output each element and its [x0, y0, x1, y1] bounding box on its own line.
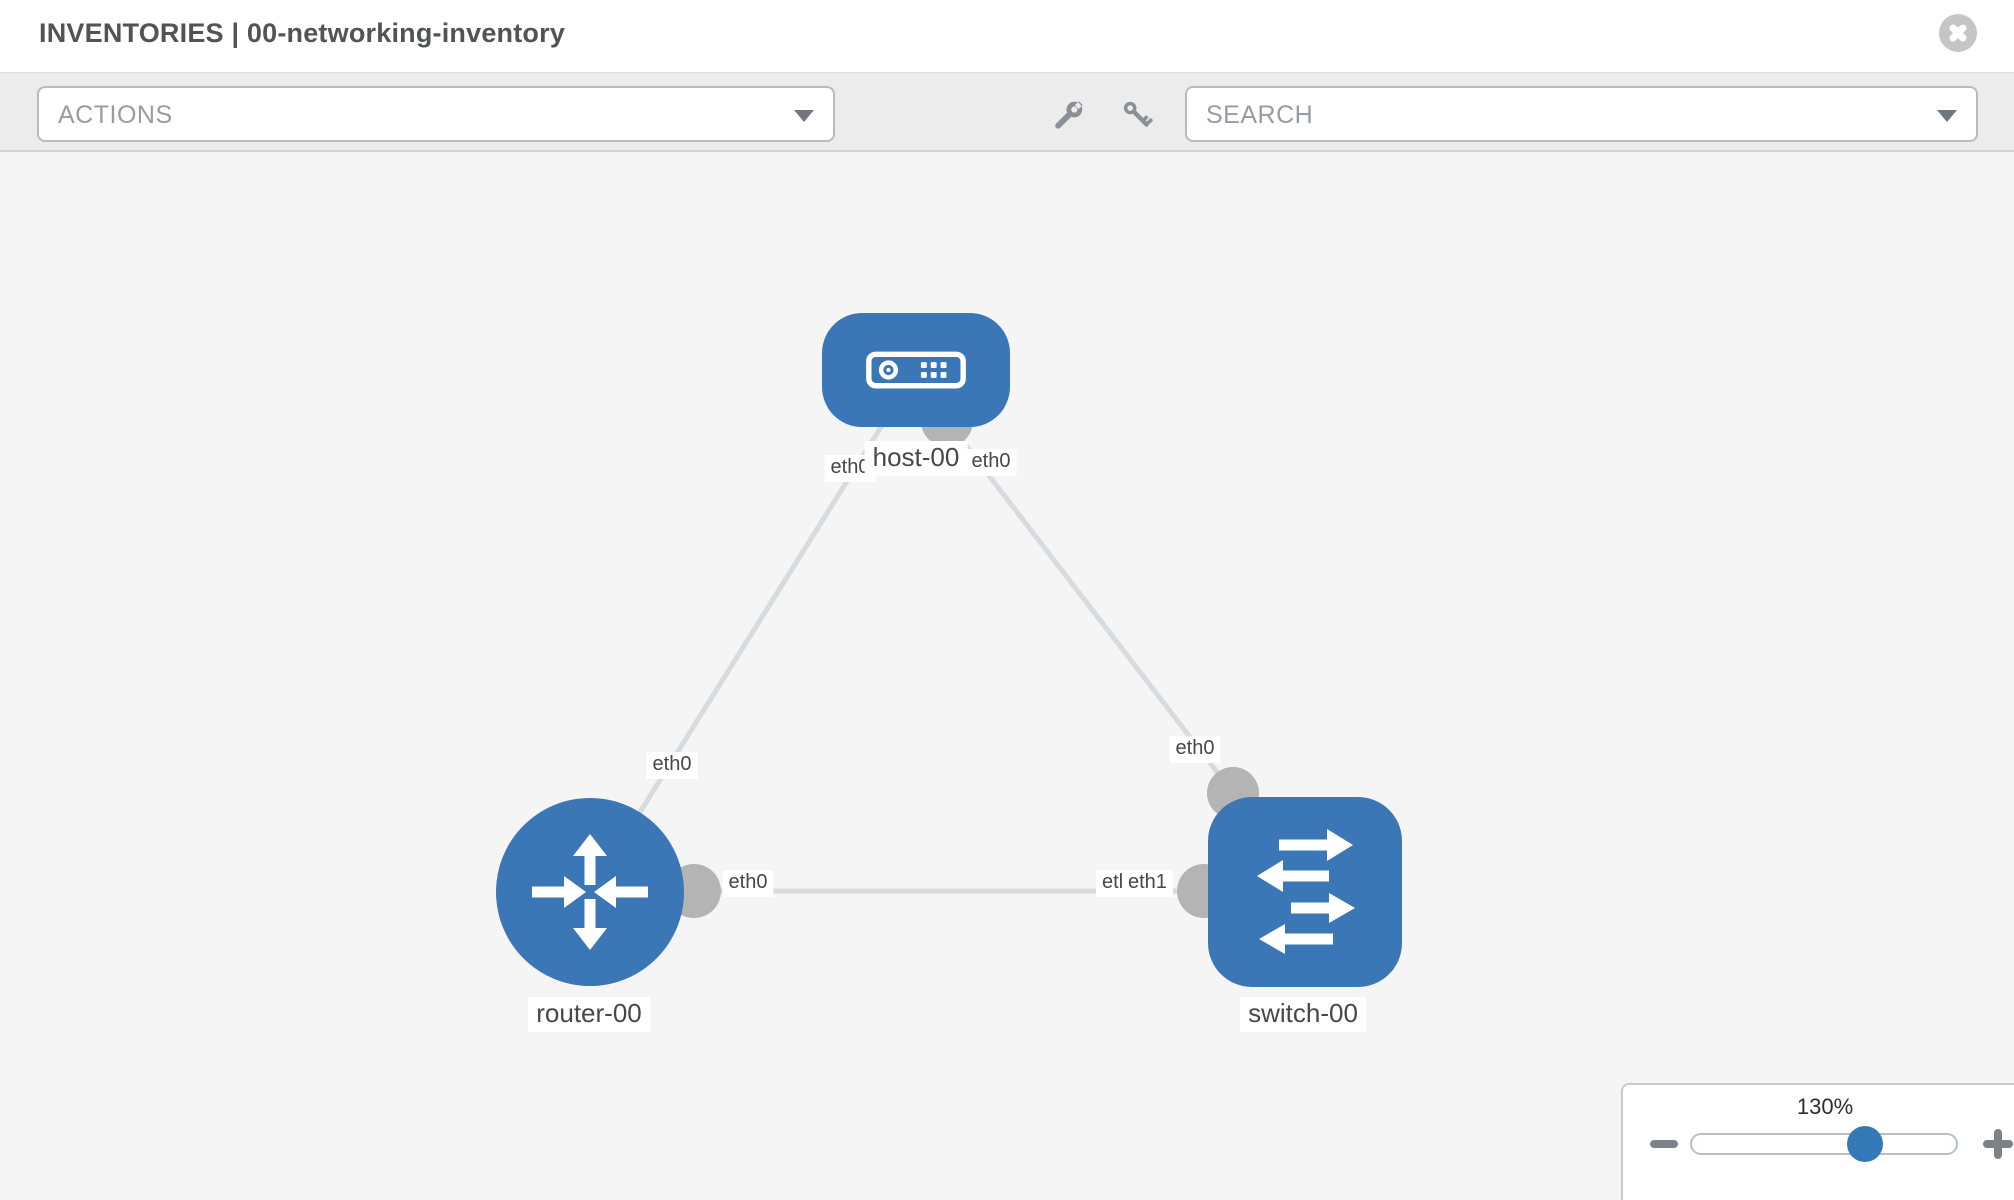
toolbar: ACTIONS S — [0, 72, 2014, 152]
page-title: INVENTORIES | 00-networking-inventory — [39, 18, 566, 48]
wrench-icon — [1055, 101, 1083, 129]
interface-label: eth0 — [965, 449, 1017, 476]
node-label-router: router-00 — [528, 997, 650, 1032]
close-icon — [1939, 14, 1977, 52]
router-icon — [532, 834, 648, 950]
topology-canvas[interactable]: eth0 eth0 eth0 eth0 eth0 eth0 eth1 — [0, 152, 2014, 1200]
configure-button[interactable] — [1050, 99, 1086, 135]
search-dropdown-value: SEARCH — [1206, 101, 1314, 129]
interface-label: eth0 — [646, 752, 698, 779]
header: INVENTORIES | 00-networking-inventory — [0, 0, 2014, 72]
zoom-slider-thumb[interactable] — [1847, 1126, 1883, 1162]
node-router-00[interactable] — [496, 798, 684, 986]
interface-label: eth1 — [1122, 870, 1173, 897]
actions-dropdown[interactable]: ACTIONS — [37, 86, 835, 142]
node-label-switch: switch-00 — [1240, 997, 1366, 1032]
close-button[interactable] — [1939, 14, 1977, 52]
credentials-button[interactable] — [1120, 99, 1156, 135]
interface-label: eth0 — [1169, 736, 1221, 763]
switch-icon — [1257, 829, 1355, 954]
interface-label: eth0 — [722, 870, 774, 897]
search-dropdown[interactable]: SEARCH — [1185, 86, 1978, 142]
node-switch-00[interactable] — [1208, 797, 1402, 987]
node-host-00[interactable] — [822, 313, 1010, 427]
caret-down-icon — [1937, 110, 1957, 122]
caret-down-icon — [794, 110, 814, 122]
zoom-level: 130% — [1796, 1094, 1854, 1119]
zoom-in-button[interactable] — [1983, 1129, 2013, 1159]
topology-links-layer — [587, 369, 1305, 918]
host-icon — [866, 351, 966, 389]
zoom-slider-track[interactable] — [1690, 1133, 1958, 1155]
zoom-panel: 130% — [1621, 1083, 2014, 1200]
plus-icon — [1994, 1129, 2002, 1159]
node-label-host: host-00 — [864, 441, 968, 476]
link-host-switch[interactable] — [945, 419, 1235, 795]
key-icon — [1123, 101, 1153, 127]
zoom-out-button[interactable] — [1650, 1140, 1678, 1148]
actions-dropdown-value: ACTIONS — [58, 101, 173, 129]
